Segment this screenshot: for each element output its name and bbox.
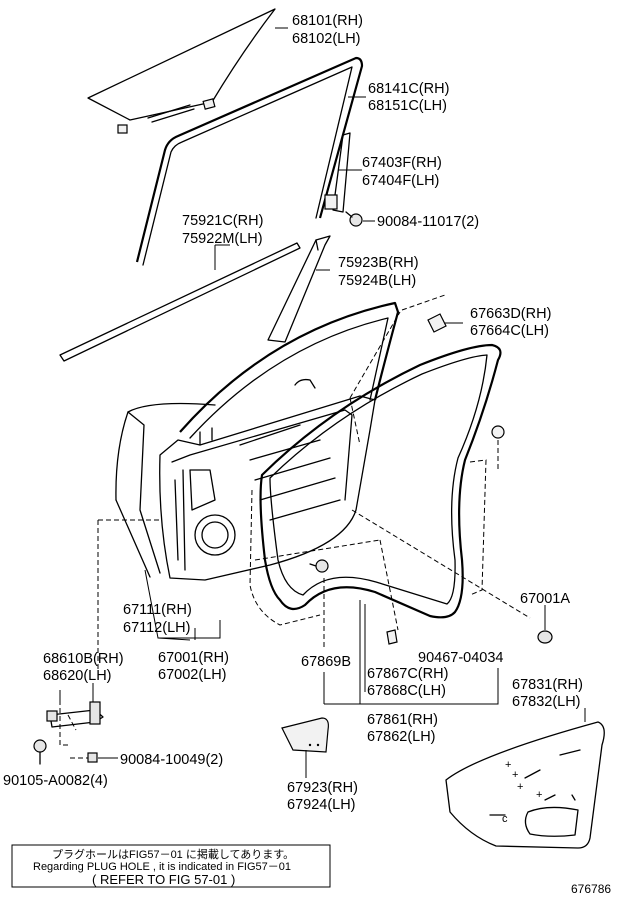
svg-text:+: +	[517, 781, 523, 793]
label-68620: 68620(LH)	[43, 668, 112, 684]
label-67403: 67403F(RH)	[362, 155, 442, 171]
label-75922: 75922M(LH)	[182, 231, 263, 247]
label-67831: 67831(RH)	[512, 677, 583, 693]
svg-text:+: +	[536, 789, 542, 801]
note-line-3: ( REFER TO FIG 57-01 )	[92, 872, 235, 887]
label-75923: 75923B(RH)	[338, 255, 419, 271]
label-75924: 75924B(LH)	[338, 273, 416, 289]
svg-text:+: +	[512, 769, 518, 781]
bolt-90084b-icon	[87, 752, 98, 763]
label-67862: 67862(LH)	[367, 729, 436, 745]
door-pad	[281, 717, 329, 753]
door-weatherstrip	[259, 343, 502, 619]
label-67663: 67663D(RH)	[470, 306, 551, 322]
label-67001a: 67001A	[520, 591, 570, 607]
svg-text:c: c	[502, 813, 508, 825]
label-67861: 67861(RH)	[367, 712, 438, 728]
belt-moulding	[59, 242, 301, 362]
note-box: プラグホールはFIG57－01 に掲載してあります。 Regarding PLU…	[11, 844, 331, 888]
label-68141: 68141C(RH)	[368, 81, 449, 97]
service-hole-cover: + + + + c	[445, 721, 605, 849]
note-line-1: プラグホールはFIG57－01 に掲載してあります。	[52, 847, 294, 861]
label-68151: 68151C(LH)	[368, 98, 447, 114]
mirror-seal	[349, 294, 447, 399]
clip-67867-icon	[386, 629, 398, 645]
figure-number: 676786	[571, 882, 611, 896]
clip-icon	[491, 425, 505, 439]
door-inner-panel	[159, 301, 400, 581]
label-67832: 67832(LH)	[512, 694, 581, 710]
label-67868: 67868C(LH)	[367, 683, 446, 699]
door-outer-panel	[115, 402, 216, 578]
label-67924: 67924(LH)	[287, 797, 356, 813]
door-check	[46, 701, 104, 728]
label-67664: 67664C(LH)	[470, 323, 549, 339]
bolt-90105-icon	[33, 739, 47, 765]
division-bar	[324, 132, 351, 213]
label-68610: 68610B(RH)	[43, 651, 124, 667]
glass-run-channel	[135, 56, 364, 266]
labels: 68101(RH) 68102(LH) 68141C(RH) 68151C(LH…	[3, 13, 583, 813]
plug-icon	[537, 630, 553, 644]
svg-text:+: +	[505, 759, 511, 771]
label-67112: 67112(LH)	[123, 620, 190, 636]
bolt-icon	[345, 211, 363, 227]
label-67869: 67869B	[301, 654, 351, 670]
leaders	[59, 569, 499, 705]
label-67001: 67001(RH)	[158, 650, 229, 666]
clip-67869-icon	[309, 559, 329, 573]
label-90084b: 90084-10049(2)	[120, 752, 223, 768]
label-67404: 67404F(LH)	[362, 173, 439, 189]
label-67867: 67867C(RH)	[367, 666, 448, 682]
pillar-garnish	[267, 235, 331, 343]
label-67923: 67923(RH)	[287, 780, 358, 796]
label-90105: 90105-A0082(4)	[3, 773, 108, 789]
label-68102: 68102(LH)	[292, 31, 361, 47]
door-glass	[87, 8, 276, 134]
hidden-lines	[59, 397, 531, 746]
note-line-2: Regarding PLUG HOLE , it is indicated in…	[33, 861, 291, 873]
label-75921: 75921C(RH)	[182, 213, 263, 229]
label-90084a: 90084-11017(2)	[377, 214, 479, 230]
label-90467: 90467-04034	[418, 650, 503, 666]
label-67111: 67111(RH)	[123, 602, 192, 618]
label-67002: 67002(LH)	[158, 667, 227, 683]
label-68101: 68101(RH)	[292, 13, 363, 29]
